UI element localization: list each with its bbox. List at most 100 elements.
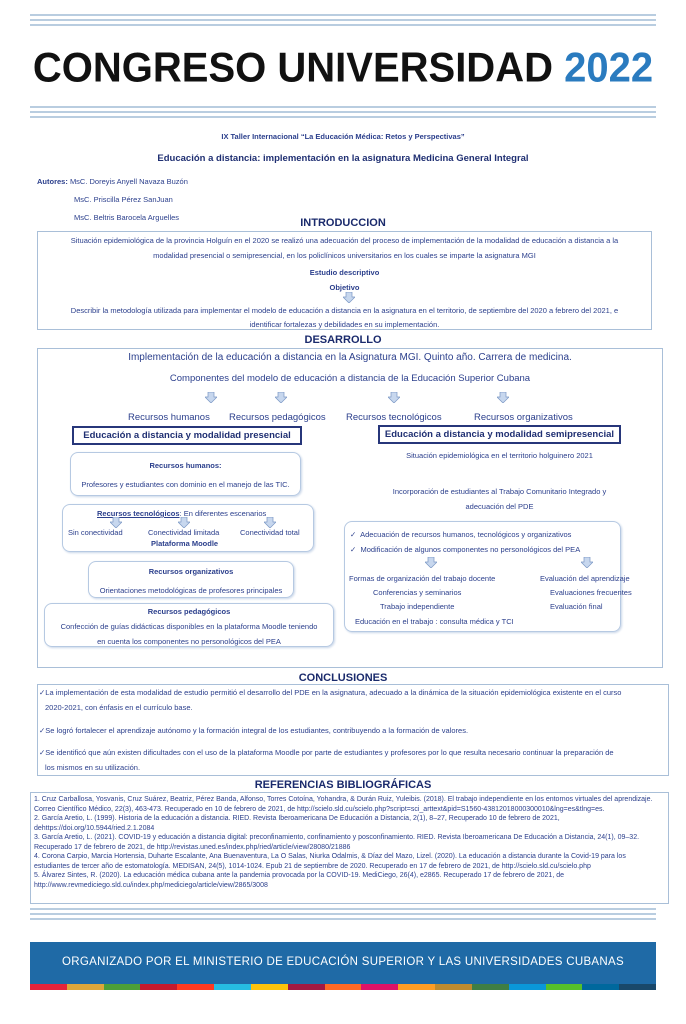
conclusion-3a: ✓Se identificó que aún existen dificulta… <box>39 748 614 757</box>
eval-frecuentes: Evaluaciones frecuentes <box>550 588 632 597</box>
reference-4: 4. Corona Carpio, Marcia Hortensia, Duha… <box>34 853 626 870</box>
rp-card <box>44 603 334 647</box>
intro-line-1: Situación epidemiológica de la provincia… <box>70 236 619 245</box>
rt-card <box>62 504 314 552</box>
stripe-segment <box>30 984 67 990</box>
desarrollo-line-2: Componentes del modelo de educación a di… <box>169 373 531 384</box>
author-3: MsC. Beltris Barocela Arguelles <box>74 213 180 222</box>
stripe-segment <box>66 984 104 990</box>
paper-title: Educación a distancia: implementación en… <box>157 153 529 164</box>
stripe-segment <box>398 984 436 990</box>
down-arrow-icon <box>388 392 400 403</box>
rt-platform: Plataforma Moodle <box>151 539 219 548</box>
referencias-heading: REFERENCIAS BIBLIOGRÁFICAS <box>254 779 432 791</box>
rp-line-2: en cuenta los componentes no personológi… <box>97 637 281 646</box>
reference-list: 1. Cruz Carballosa, Yosvanis, Cruz Suáre… <box>34 795 661 890</box>
right-situacion: Situación epidemiológica en el territori… <box>406 451 593 460</box>
reference-1: 1. Cruz Carballosa, Yosvanis, Cruz Suáre… <box>34 796 653 813</box>
conclusion-3b: los mismos en su utilización. <box>45 763 141 772</box>
formas-title: Formas de organización del trabajo docen… <box>349 574 496 583</box>
down-arrow-icon <box>205 392 217 403</box>
right-card <box>344 521 621 632</box>
objective-line-2: identificar fortalezas y debilidades en … <box>249 320 440 329</box>
presencial-box: Educación a distancia y modalidad presen… <box>72 426 302 445</box>
title-rule-lines <box>30 106 656 121</box>
rt-opt-total: Conectividad total <box>240 528 300 537</box>
stripe-segment <box>214 984 251 990</box>
conclusiones-box <box>37 684 669 776</box>
color-stripe <box>30 984 657 990</box>
stripe-segment <box>250 984 288 990</box>
right-incorporacion-2: adecuación del PDE <box>465 502 534 511</box>
formas-educacion: Educación en el trabajo : consulta médic… <box>355 617 514 626</box>
down-arrow-icon <box>110 517 122 528</box>
stripe-segment <box>619 984 657 990</box>
congress-title: CONGRESO UNIVERSIDAD 2022 <box>0 45 686 92</box>
down-arrow-icon <box>343 292 355 303</box>
reference-5: 5. Álvarez Sintes, R. (2020). La educaci… <box>34 872 564 889</box>
rp-title: Recursos pedagógicos <box>147 607 231 616</box>
reference-2: 2. García Aretio, L. (1999). Historia de… <box>34 815 560 832</box>
check-icon: ✓ <box>39 688 46 697</box>
formas-trabajo: Trabajo independiente <box>380 602 455 611</box>
stripe-segment <box>435 984 472 990</box>
stripe-segment <box>177 984 215 990</box>
referencias-box <box>30 792 669 904</box>
eval-title: Evaluación del aprendizaje <box>540 574 630 583</box>
study-type: Estudio descriptivo <box>309 268 380 277</box>
check-icon: ✓ <box>39 726 46 735</box>
resource-pedagogicos: Recursos pedagógicos <box>229 412 326 423</box>
title-year: 2022 <box>564 44 654 92</box>
intro-heading: INTRODUCCION <box>300 217 386 229</box>
check-item-1: ✓ Adecuación de recursos humanos, tecnol… <box>350 530 572 539</box>
down-arrow-icon <box>425 557 437 568</box>
conclusion-2: ✓Se logró fortalecer el aprendizaje autó… <box>39 726 469 735</box>
stripe-segment <box>287 984 325 990</box>
ro-title: Recursos organizativos <box>148 567 234 576</box>
down-arrow-icon <box>275 392 287 403</box>
rt-title: Recursos tecnológicos: En diferentes esc… <box>97 509 267 518</box>
check-icon: ✓ <box>350 530 357 539</box>
title-main: CONGRESO UNIVERSIDAD <box>32 44 553 92</box>
objective-line-1: Describir la metodología utilizada para … <box>70 306 619 315</box>
bottom-rule-lines <box>30 908 656 923</box>
stripe-segment <box>324 984 362 990</box>
top-rule-lines <box>30 14 656 29</box>
stripe-segment <box>471 984 509 990</box>
footer-banner: ORGANIZADO POR EL MINISTERIO DE EDUCACIÓ… <box>30 942 656 984</box>
rp-line-1: Confección de guías didácticas disponibl… <box>60 622 318 631</box>
check-item-2: ✓ Modificación de algunos componentes no… <box>350 545 581 554</box>
conclusiones-heading: CONCLUSIONES <box>298 672 388 684</box>
rh-card <box>70 452 301 496</box>
conclusion-1a: ✓La implementación de esta modalidad de … <box>39 688 622 697</box>
down-arrow-icon <box>178 517 190 528</box>
desarrollo-box <box>37 348 663 668</box>
rt-opt-sin: Sin conectividad <box>68 528 123 537</box>
rh-text: Profesores y estudiantes con dominio en … <box>81 480 290 489</box>
stripe-segment <box>508 984 546 990</box>
stripe-segment <box>103 984 141 990</box>
check-icon: ✓ <box>350 545 357 554</box>
semipresencial-box: Educación a distancia y modalidad semipr… <box>378 425 621 444</box>
eval-final: Evaluación final <box>550 602 603 611</box>
resource-organizativos: Recursos organizativos <box>474 412 573 423</box>
stripe-segment <box>545 984 583 990</box>
rh-title: Recursos humanos: <box>149 461 222 470</box>
resource-humanos: Recursos humanos <box>128 412 210 423</box>
down-arrow-icon <box>581 557 593 568</box>
ro-card <box>88 561 294 598</box>
check-icon: ✓ <box>39 748 46 757</box>
footer-text: ORGANIZADO POR EL MINISTERIO DE EDUCACIÓ… <box>62 956 624 968</box>
formas-conferencias: Conferencias y seminarios <box>373 588 462 597</box>
down-arrow-icon <box>264 517 276 528</box>
author-2: MsC. Priscilla Pérez SanJuan <box>74 195 173 204</box>
conclusion-1b: 2020-2021, con énfasis en el currículo b… <box>45 703 193 712</box>
ro-text: Orientaciones metodológicas de profesore… <box>99 586 283 595</box>
stripe-segment <box>140 984 178 990</box>
workshop-name: IX Taller Internacional “La Educación Mé… <box>221 132 465 141</box>
reference-3: 3. García Aretio, L. (2021). COVID-19 y … <box>34 834 640 851</box>
intro-line-2: modalidad presencial o semipresencial, e… <box>153 251 536 260</box>
intro-box <box>37 231 652 330</box>
desarrollo-heading: DESARROLLO <box>304 334 382 346</box>
stripe-segment <box>582 984 620 990</box>
